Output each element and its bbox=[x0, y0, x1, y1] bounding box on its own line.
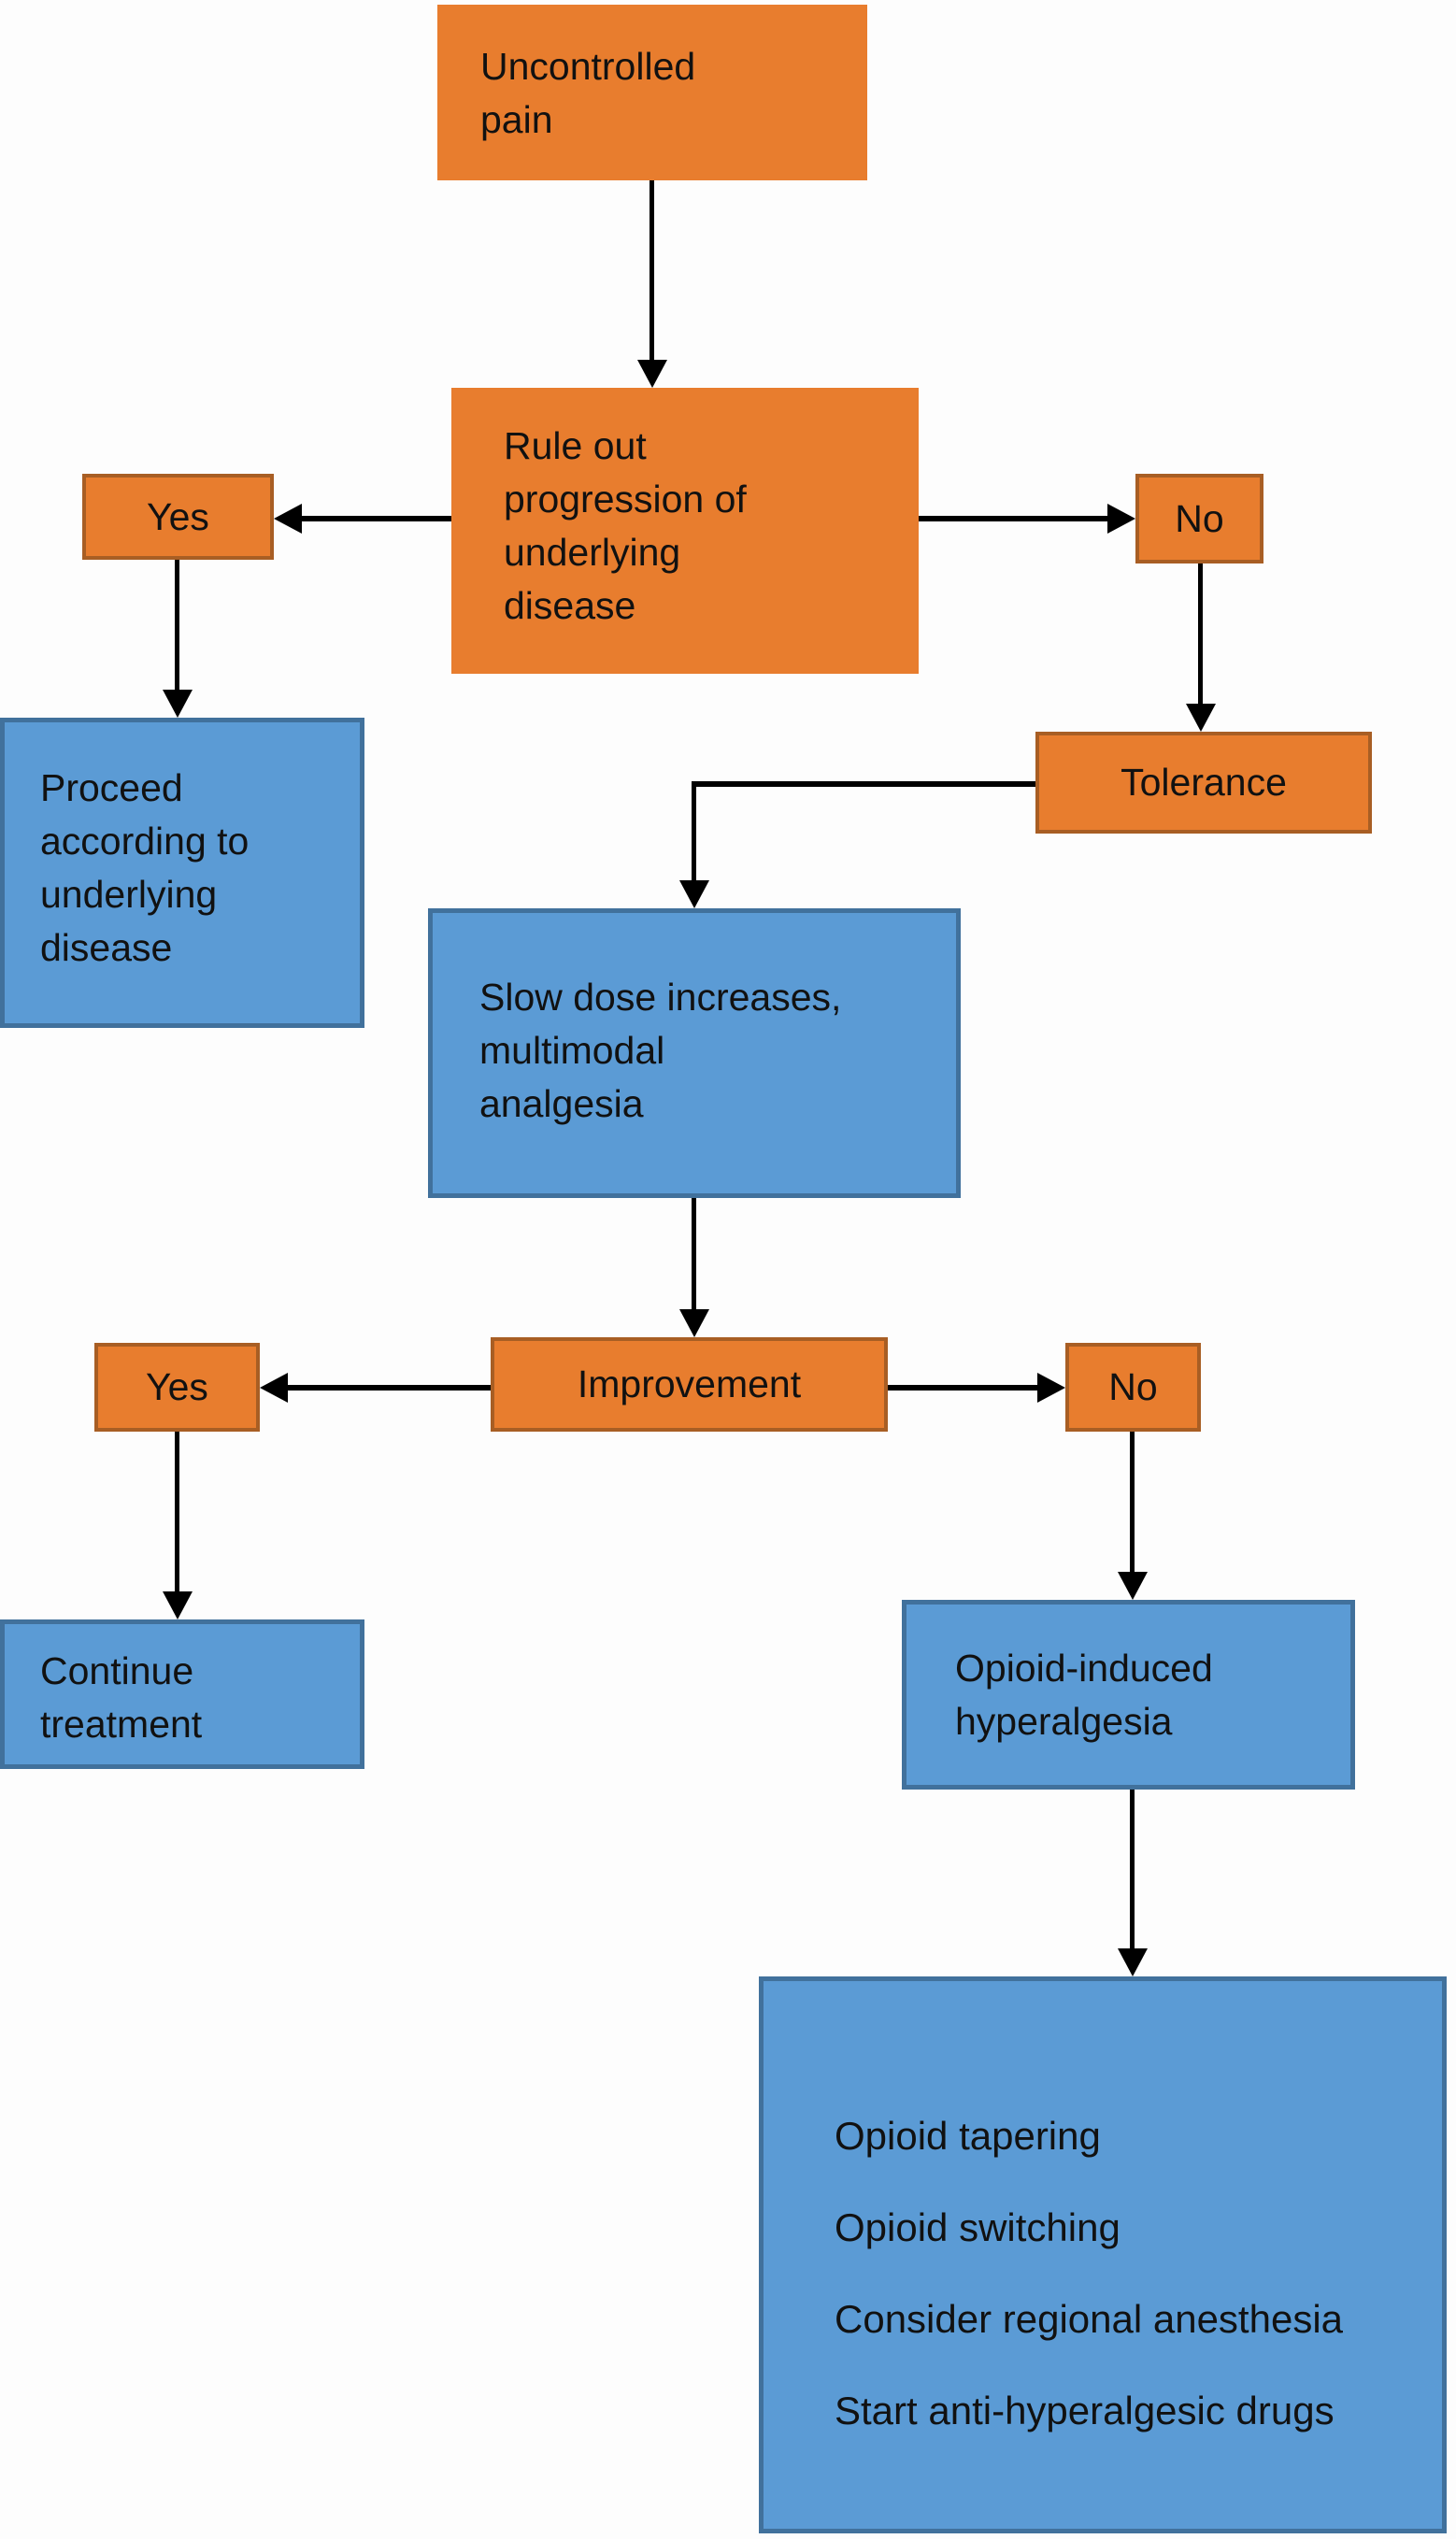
arrow-pain-to-ruleout-line bbox=[649, 180, 654, 360]
intervention-item: Opioid tapering bbox=[835, 2114, 1101, 2158]
arrow-ruleout-to-no-head bbox=[1107, 504, 1135, 534]
arrow-ruleout-to-yes-head bbox=[274, 504, 302, 534]
arrow-improvement-to-no-head bbox=[1037, 1373, 1065, 1403]
node-label: Yes bbox=[146, 1365, 208, 1408]
node-label-line: treatment bbox=[40, 1703, 203, 1746]
node-label: No bbox=[1108, 1365, 1158, 1408]
arrow-yes-to-continue-head bbox=[163, 1591, 193, 1619]
intervention-item: Start anti-hyperalgesic drugs bbox=[835, 2389, 1335, 2432]
arrow-pain-to-ruleout-head bbox=[637, 360, 667, 388]
arrow-hyperalgesia-to-interventions-line bbox=[1130, 1790, 1135, 1950]
arrow-yes-to-proceed-line bbox=[175, 560, 179, 692]
arrow-slowdose-to-improvement-line bbox=[692, 1198, 696, 1311]
node-label: Yes bbox=[147, 494, 209, 538]
node-no-lower: No bbox=[1065, 1343, 1201, 1432]
node-slow-dose-increases: Slow dose increases, multimodal analgesi… bbox=[428, 908, 961, 1198]
arrow-no-to-hyperalgesia-line bbox=[1130, 1432, 1135, 1574]
node-no-upper: No bbox=[1135, 474, 1263, 563]
node-rule-out-progression: Rule out progression of underlying disea… bbox=[451, 388, 919, 674]
node-label-line: analgesia bbox=[479, 1082, 644, 1125]
node-improvement: Improvement bbox=[491, 1337, 888, 1432]
node-yes-upper: Yes bbox=[82, 474, 274, 560]
arrow-no-to-hyperalgesia-head bbox=[1118, 1572, 1148, 1600]
node-label: Tolerance bbox=[1121, 761, 1287, 804]
intervention-item: Consider regional anesthesia bbox=[835, 2297, 1344, 2341]
node-uncontrolled-pain: Uncontrolled pain bbox=[437, 5, 867, 180]
node-label-line: underlying bbox=[40, 873, 218, 916]
node-interventions: Opioid tapering Opioid switching Conside… bbox=[759, 1976, 1447, 2533]
node-label-line: Slow dose increases, bbox=[479, 976, 842, 1019]
node-label: No bbox=[1175, 496, 1224, 540]
arrow-tolerance-elbow-head bbox=[679, 880, 709, 908]
node-label-line: disease bbox=[504, 584, 636, 627]
arrow-hyperalgesia-to-interventions-head bbox=[1118, 1948, 1148, 1976]
node-continue-treatment: Continue treatment bbox=[0, 1619, 364, 1769]
node-yes-lower: Yes bbox=[94, 1343, 260, 1432]
arrow-tolerance-elbow-hline bbox=[692, 781, 1035, 787]
node-label-line: Opioid-induced bbox=[955, 1647, 1213, 1690]
arrow-yes-to-continue-line bbox=[175, 1432, 179, 1593]
arrow-yes-to-proceed-head bbox=[163, 690, 193, 718]
node-tolerance: Tolerance bbox=[1035, 732, 1372, 834]
node-label-line: Uncontrolled bbox=[480, 45, 696, 88]
node-label-line: underlying bbox=[504, 531, 681, 574]
arrow-improvement-to-yes-line bbox=[288, 1385, 491, 1391]
node-label-line: according to bbox=[40, 820, 250, 863]
arrow-ruleout-to-no-line bbox=[919, 516, 1107, 521]
node-label-line: hyperalgesia bbox=[955, 1700, 1173, 1743]
intervention-item: Opioid switching bbox=[835, 2205, 1121, 2249]
arrow-improvement-to-yes-head bbox=[260, 1373, 288, 1403]
arrow-slowdose-to-improvement-head bbox=[679, 1309, 709, 1337]
arrow-ruleout-to-yes-line bbox=[302, 516, 451, 521]
node-label-line: multimodal bbox=[479, 1029, 665, 1072]
node-label-line: Proceed bbox=[40, 766, 183, 809]
node-label: Improvement bbox=[577, 1362, 802, 1405]
arrow-improvement-to-no-line bbox=[888, 1385, 1037, 1391]
arrow-tolerance-elbow-vline bbox=[692, 781, 696, 880]
node-label-line: Rule out bbox=[504, 424, 647, 467]
node-opioid-induced-hyperalgesia: Opioid-induced hyperalgesia bbox=[902, 1600, 1355, 1790]
arrow-no-to-tolerance-head bbox=[1186, 704, 1216, 732]
node-proceed-underlying-disease: Proceed according to underlying disease bbox=[0, 718, 364, 1028]
node-label-line: progression of bbox=[504, 478, 747, 521]
node-label-line: Continue bbox=[40, 1649, 194, 1692]
node-label-line: disease bbox=[40, 926, 173, 969]
node-label-line: pain bbox=[480, 98, 553, 141]
arrow-no-to-tolerance-line bbox=[1198, 563, 1203, 706]
